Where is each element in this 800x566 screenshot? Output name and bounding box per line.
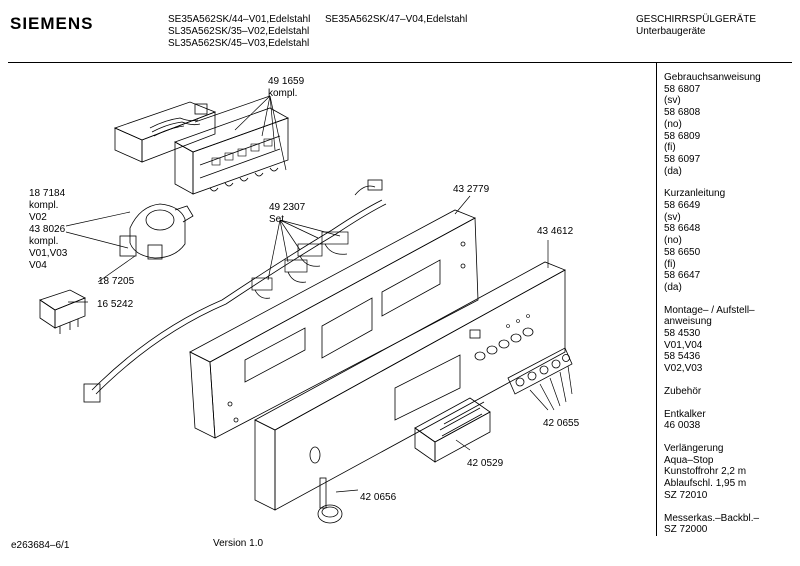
sidebar-line: anweisung	[664, 316, 712, 328]
sidebar-line: Ablaufschl. 1,95 m	[664, 478, 747, 490]
model-line: SL35A562SK/35–V02,Edelstahl	[168, 26, 310, 37]
document-id: e263684–6/1	[11, 540, 70, 551]
sidebar-line: (fi)	[664, 258, 676, 270]
motor-valve-part	[119, 203, 194, 260]
callout-420655: 42 0655	[543, 418, 580, 429]
front-panel-part	[254, 261, 566, 511]
sidebar-group: Messerkas.–Backbl.–SZ 72000	[664, 513, 794, 536]
sidebar-line: 58 6809	[664, 130, 701, 142]
model-line: SE35A562SK/47–V04,Edelstahl	[325, 14, 468, 25]
sidebar-line: Kunstoffrohr 2,2 m	[664, 466, 747, 478]
electronic-module-part	[113, 101, 289, 195]
sidebar-line: (fi)	[664, 142, 676, 154]
sidebar-line: 46 0038	[664, 420, 701, 432]
sidebar-divider	[656, 62, 657, 536]
sidebar-group-title: Zubehör	[664, 385, 702, 397]
callout-420656: 42 0656	[360, 492, 397, 503]
sidebar-line: 58 6097	[664, 153, 701, 165]
model-line: SE35A562SK/44–V01,Edelstahl	[168, 14, 311, 25]
part-variant: V01,V03	[29, 248, 68, 259]
leader-lines	[65, 95, 573, 493]
model-line: SL35A562SK/45–V03,Edelstahl	[168, 38, 310, 49]
cable-harness-part	[83, 179, 387, 403]
sidebar-line: 58 6807	[664, 83, 701, 95]
sidebar-group-title: Verlängerung	[664, 442, 724, 454]
handle-part	[414, 397, 491, 463]
sidebar-group-title: Kurzanleitung	[664, 188, 726, 200]
part-number: 49 1659	[268, 76, 305, 87]
callout-491659: 49 1659 kompl.	[268, 76, 304, 100]
part-number: 43 8026	[29, 224, 66, 235]
model-list-secondary: SE35A562SK/47–V04,Edelstahl	[325, 14, 467, 26]
header-divider	[8, 62, 792, 63]
sidebar-line: V02,V03	[664, 363, 703, 375]
part-note: kompl.	[268, 88, 298, 99]
appliance-category: GESCHIRRSPÜLGERÄTE	[636, 14, 757, 25]
sidebar-line: 58 6647	[664, 270, 701, 282]
sidebar-line: (sv)	[664, 211, 681, 223]
callout-165242: 16 5242	[97, 299, 134, 310]
callout-432779: 43 2779	[453, 184, 490, 195]
sidebar-line: (da)	[664, 281, 682, 293]
sidebar-line: 58 6650	[664, 246, 701, 258]
sidebar-line: V01,V04	[664, 339, 703, 351]
sidebar-group: Zubehör	[664, 386, 794, 398]
relay-part	[39, 289, 86, 334]
sidebar-line: Aqua–Stop	[664, 454, 714, 466]
callout-434612: 43 4612	[537, 226, 574, 237]
button-strip-part	[507, 347, 573, 395]
version-label: Version 1.0	[213, 538, 264, 549]
sidebar-group-title: Montage– / Aufstell–	[664, 304, 755, 316]
appliance-subcategory: Unterbaugeräte	[636, 26, 706, 37]
part-note: Set	[269, 214, 285, 225]
sidebar-line: 58 4530	[664, 328, 701, 340]
part-number: 18 7184	[29, 188, 66, 199]
sidebar-line: SZ 72000	[664, 524, 708, 536]
part-note: kompl.	[29, 236, 59, 247]
model-list-primary: SE35A562SK/44–V01,Edelstahl SL35A562SK/3…	[168, 14, 310, 50]
sidebar-line: 58 6649	[664, 200, 701, 212]
sidebar-line: 58 6808	[664, 107, 701, 119]
control-panel-frame-part	[189, 209, 479, 439]
callout-492307: 49 2307 Set	[269, 202, 305, 226]
callout-187184: 18 7184 kompl. V02 43 8026 kompl. V01,V0…	[29, 188, 67, 272]
sidebar-line: (da)	[664, 165, 682, 177]
sidebar-group-title: Entkalker	[664, 408, 706, 420]
brand-logo: SIEMENS	[10, 14, 94, 33]
part-number: 49 2307	[269, 202, 306, 213]
part-note: kompl.	[29, 200, 59, 211]
door-lever-part	[317, 477, 343, 524]
sidebar-group-title: Messerkas.–Backbl.–	[664, 512, 760, 524]
sidebar-line: (no)	[664, 118, 682, 130]
sidebar-line: 58 6648	[664, 223, 701, 235]
sidebar-line: (no)	[664, 235, 682, 247]
sidebar-line: 58 5436	[664, 351, 701, 363]
part-variant: V04	[29, 260, 47, 271]
sidebar-line: SZ 72010	[664, 489, 708, 501]
callout-187205: 18 7205	[98, 276, 135, 287]
part-variant: V02	[29, 212, 47, 223]
sidebar-group-title: Gebrauchsanweisung	[664, 72, 761, 83]
sidebar-line: (sv)	[664, 95, 681, 107]
callout-420529: 42 0529	[467, 458, 504, 469]
